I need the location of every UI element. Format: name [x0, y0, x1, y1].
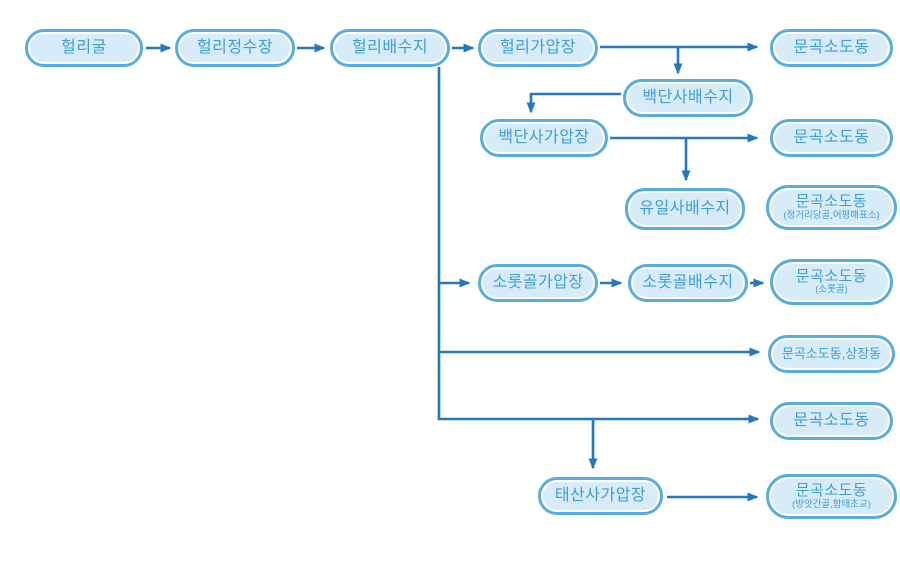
- node-label: 헐리굴: [61, 38, 107, 56]
- node-label: 문곡소도동,상장동: [781, 346, 882, 362]
- node-label: 문곡소도동: [795, 482, 868, 500]
- node-sublabel: (방앗간골,함태초교): [792, 498, 871, 510]
- node-label: 문곡소도동: [795, 193, 868, 211]
- flow-node-baekdansa-gaapjang: 백단사가압장: [480, 119, 608, 157]
- flow-node-heolli-gaapjang: 헐리가압장: [478, 29, 598, 67]
- edge-trunk-and-mungok5: [437, 67, 760, 424]
- flow-node-baekdansa-baesuji: 백단사배수지: [623, 79, 753, 117]
- node-label: 백단사배수지: [642, 88, 734, 106]
- node-label: 소롯골가압장: [492, 273, 584, 291]
- flow-node-sorotgol-gaapjang: 소롯골가압장: [478, 264, 598, 302]
- flow-node-yuilsa-baesuji: 유일사배수지: [625, 188, 745, 230]
- node-label: 태산사가압장: [554, 486, 647, 504]
- node-label: 유일사배수지: [639, 199, 731, 217]
- flow-node-heolli-gul: 헐리굴: [25, 29, 143, 67]
- node-sublabel: (소롯골): [815, 284, 848, 296]
- node-label: 문곡소도동: [793, 411, 870, 429]
- node-label: 문곡소도동: [793, 38, 870, 56]
- flow-node-mungok-sangjangdong: 문곡소도동,상장동: [768, 335, 895, 373]
- node-label: 헐리정수장: [196, 38, 274, 56]
- flow-node-mungok-sododong-3: 문곡소도동 (정거리당골,어평매표소): [766, 185, 897, 230]
- flow-node-mungok-sododong-1: 문곡소도동: [770, 29, 893, 67]
- node-label: 백단사가압장: [498, 128, 590, 146]
- flow-node-taesansa-gaapjang: 태산사가압장: [538, 477, 663, 515]
- flow-node-mungok-sododong-5: 문곡소도동: [770, 402, 893, 440]
- node-label: 헐리배수지: [351, 38, 429, 56]
- flow-node-heolli-jeongsujang: 헐리정수장: [175, 29, 295, 67]
- flow-node-sorotgol-baesuji: 소롯골배수지: [628, 264, 748, 302]
- flow-node-mungok-sododong-2: 문곡소도동: [770, 119, 893, 157]
- flow-node-heolli-baesuji: 헐리배수지: [330, 29, 450, 67]
- flow-node-mungok-sododong-6: 문곡소도동 (방앗간골,함태초교): [766, 474, 897, 519]
- node-sublabel: (정거리당골,어평매표소): [783, 209, 880, 221]
- flow-node-mungok-sododong-4: 문곡소도동 (소롯골): [770, 259, 893, 305]
- node-label: 문곡소도동: [795, 267, 868, 285]
- node-label: 소롯골배수지: [642, 273, 734, 291]
- edge-baekdansa-baesuji-to-gaapjang: [526, 92, 621, 114]
- node-label: 문곡소도동: [793, 128, 870, 146]
- node-label: 헐리가압장: [499, 38, 577, 56]
